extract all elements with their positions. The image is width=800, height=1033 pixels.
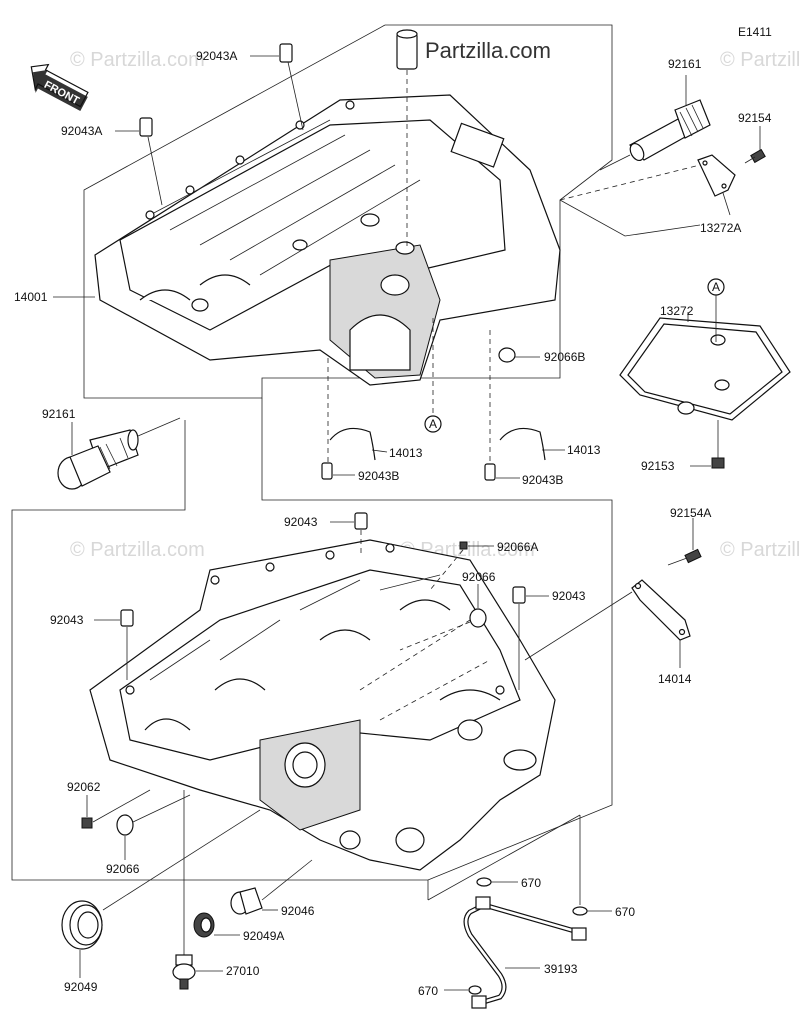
dowel-pin-92043A-left [115, 117, 163, 206]
watermark-brand: Partzilla.com [425, 38, 551, 63]
breather-92161-left [57, 417, 181, 490]
oil-seal-92049A [193, 912, 240, 938]
diagram-code: E1411 [738, 25, 772, 39]
label-39193: 39193 [544, 962, 578, 976]
plug-92066-low [116, 794, 191, 860]
label-14013-a: 14013 [389, 446, 423, 460]
label-14001: 14001 [14, 290, 48, 304]
gasket-13272 [619, 312, 791, 421]
label-14014: 14014 [658, 672, 692, 686]
bracket-14014 [524, 579, 691, 668]
label-92066-low: 92066 [106, 862, 140, 876]
dowel-pin-92043-top [330, 512, 368, 555]
label-27010: 27010 [226, 964, 260, 978]
label-92046: 92046 [281, 904, 315, 918]
dowel-pin-92043-right [512, 586, 549, 690]
watermark: © Partzilla.com [70, 539, 205, 561]
bearing-shell-14013-b [484, 330, 565, 481]
label-92161-top: 92161 [668, 57, 702, 71]
bolt-92153 [690, 420, 725, 469]
bolt-92154A [667, 518, 702, 566]
label-92154: 92154 [738, 111, 772, 125]
o-ring-670-b [427, 814, 612, 916]
label-14013-b: 14013 [567, 443, 601, 457]
label-92043-right: 92043 [552, 589, 586, 603]
label-670-c: 670 [418, 984, 438, 998]
label-92043A-left: 92043A [61, 124, 102, 138]
breather-92161-top [599, 75, 711, 171]
label-92049: 92049 [64, 980, 98, 994]
plug-92062 [81, 789, 151, 829]
plug-92066-mid [399, 584, 487, 651]
plug-92066B [498, 347, 540, 363]
switch-27010 [172, 790, 223, 990]
label-92066-mid: 92066 [462, 570, 496, 584]
watermark: © Partzilla.com [70, 49, 205, 71]
label-92153: 92153 [641, 459, 675, 473]
label-92154A: 92154A [670, 506, 711, 520]
ref-marker-label: A [712, 280, 720, 294]
bearing-shell-14013-a [321, 358, 388, 480]
watermark: © Partzilla.com [720, 539, 800, 561]
o-ring-670-c [444, 985, 482, 995]
cover-plate-13272A [559, 154, 736, 216]
lower-crankcase [89, 539, 556, 871]
oil-seal-92049 [61, 809, 261, 978]
label-92062: 92062 [67, 780, 101, 794]
label-92049A: 92049A [243, 929, 284, 943]
upper-crankcase [94, 94, 561, 386]
o-ring-670-a [476, 877, 518, 887]
bearing-92046 [230, 859, 313, 915]
label-92043B-a: 92043B [358, 469, 399, 483]
plug-92066A [429, 541, 494, 591]
oil-filler-fitting [396, 29, 418, 248]
ref-marker-a-middle: A [424, 318, 442, 433]
label-670-b: 670 [615, 905, 635, 919]
ref-marker-label: A [429, 417, 437, 431]
ref-marker-a-right: A [707, 278, 725, 342]
label-13272A: 13272A [700, 221, 741, 235]
label-92066B: 92066B [544, 350, 585, 364]
watermark: © Partzilla.com [720, 49, 800, 71]
label-13272: 13272 [660, 304, 694, 318]
oil-pipe-39193 [463, 896, 587, 1009]
dowel-pin-92043-left [94, 609, 134, 680]
leader-line [559, 199, 701, 237]
label-92043-left: 92043 [50, 613, 84, 627]
label-92043B-b: 92043B [522, 473, 563, 487]
dowel-pin-92043A-top [250, 43, 304, 131]
label-92066A: 92066A [497, 540, 538, 554]
label-670-a: 670 [521, 876, 541, 890]
label-92043A-top: 92043A [196, 49, 237, 63]
label-92043-top: 92043 [284, 515, 318, 529]
label-92161-left: 92161 [42, 407, 76, 421]
bolt-92154 [744, 126, 766, 164]
